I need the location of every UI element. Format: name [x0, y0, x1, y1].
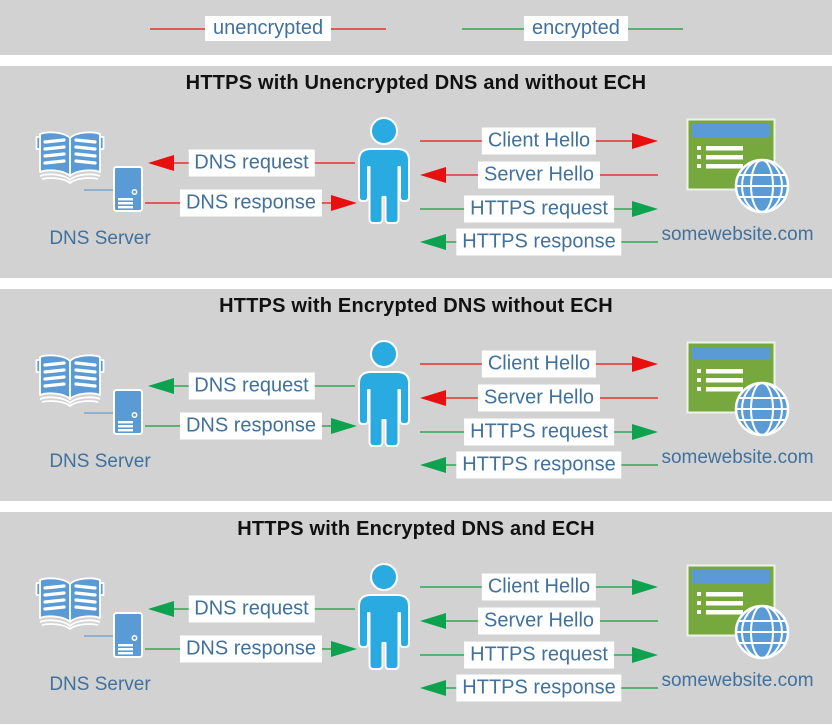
arrow-label: DNS request [188, 149, 315, 177]
arrowhead-left-icon [420, 167, 446, 183]
arrowhead-right-icon [331, 418, 357, 434]
arrowhead-left-icon [420, 234, 446, 250]
book-server-connector [84, 189, 116, 191]
arrowhead-right-icon [632, 579, 658, 595]
book-server-connector [84, 412, 116, 414]
arrow-label: HTTPS response [456, 451, 622, 479]
arrow-label: DNS request [188, 372, 315, 400]
dns-server-label: DNS Server [49, 674, 151, 695]
arrowhead-left-icon [420, 390, 446, 406]
website-label: somewebsite.com [661, 224, 814, 245]
panel-encrypted-dns-no-ech: HTTPS with Encrypted DNS without ECH DNS… [0, 289, 832, 501]
arrowhead-right-icon [632, 424, 658, 440]
person-icon [358, 340, 410, 447]
website-label: somewebsite.com [661, 670, 814, 691]
book-icon [35, 577, 105, 630]
server-icon [113, 166, 143, 212]
unencrypted-line-icon [331, 27, 387, 30]
panel-unencrypted-dns-no-ech: HTTPS with Unencrypted DNS and without E… [0, 66, 832, 278]
arrowhead-right-icon [632, 201, 658, 217]
panel-title: HTTPS with Unencrypted DNS and without E… [185, 72, 647, 94]
arrowhead-right-icon [632, 133, 658, 149]
website-icon [686, 341, 790, 437]
encrypted-line-icon [627, 27, 683, 30]
book-icon [35, 131, 105, 184]
dns-server-label: DNS Server [49, 451, 151, 472]
arrow-label: DNS response [179, 189, 323, 217]
server-icon [113, 389, 143, 435]
book-server-connector [84, 635, 116, 637]
arrowhead-right-icon [331, 641, 357, 657]
arrow-label: Server Hello [477, 161, 601, 189]
legend-item-unencrypted: unencrypted [150, 16, 387, 41]
arrowhead-left-icon [420, 613, 446, 629]
panel-title: HTTPS with Encrypted DNS without ECH [219, 295, 613, 317]
arrowhead-left-icon [420, 680, 446, 696]
legend: unencrypted encrypted [0, 0, 832, 55]
legend-label-encrypted: encrypted [524, 16, 628, 41]
unencrypted-line-icon [150, 27, 205, 30]
arrow-label: HTTPS request [464, 195, 614, 223]
legend-item-encrypted: encrypted [462, 16, 683, 41]
arrowhead-right-icon [632, 356, 658, 372]
legend-label-unencrypted: unencrypted [205, 16, 332, 41]
arrow-label: DNS request [188, 595, 315, 623]
panel-title: HTTPS with Encrypted DNS and ECH [237, 518, 595, 540]
globe-icon [734, 604, 790, 660]
website-label: somewebsite.com [661, 447, 814, 468]
panel-encrypted-dns-with-ech: HTTPS with Encrypted DNS and ECH DNS Ser… [0, 512, 832, 724]
arrow-label: HTTPS response [456, 674, 622, 702]
arrow-label: Server Hello [477, 607, 601, 635]
arrow-label: Server Hello [477, 384, 601, 412]
person-icon [358, 117, 410, 224]
globe-icon [734, 381, 790, 437]
server-icon [113, 612, 143, 658]
arrowhead-left-icon [148, 155, 174, 171]
arrow-label: Client Hello [481, 127, 597, 155]
website-icon [686, 564, 790, 660]
arrow-label: DNS response [179, 635, 323, 663]
globe-icon [734, 158, 790, 214]
arrow-label: Client Hello [481, 573, 597, 601]
arrowhead-right-icon [331, 195, 357, 211]
book-icon [35, 354, 105, 407]
arrowhead-left-icon [420, 457, 446, 473]
arrow-label: HTTPS response [456, 228, 622, 256]
encrypted-line-icon [462, 27, 524, 30]
arrowhead-left-icon [148, 378, 174, 394]
arrow-label: HTTPS request [464, 641, 614, 669]
dns-server-label: DNS Server [49, 228, 151, 249]
arrow-label: HTTPS request [464, 418, 614, 446]
arrow-label: Client Hello [481, 350, 597, 378]
person-icon [358, 563, 410, 670]
arrow-label: DNS response [179, 412, 323, 440]
arrowhead-left-icon [148, 601, 174, 617]
arrowhead-right-icon [632, 647, 658, 663]
website-icon [686, 118, 790, 214]
